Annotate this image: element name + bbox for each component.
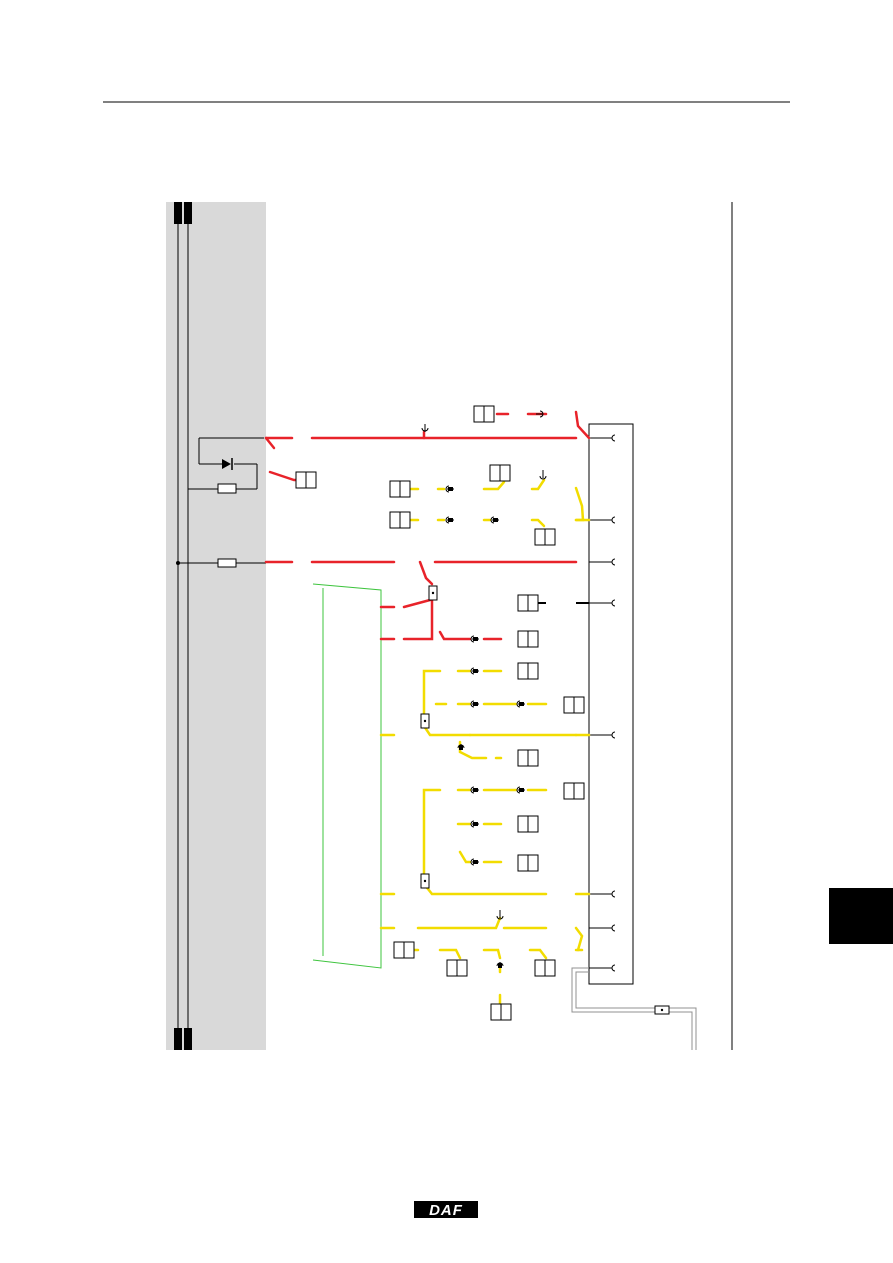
pin-markers (421, 410, 547, 968)
signal-wires (379, 478, 591, 1006)
daf-logo-text: DAF (429, 1202, 463, 1219)
diode-branch (188, 437, 264, 494)
harness-outline (312, 583, 382, 969)
daf-logo: DAF (414, 1201, 478, 1219)
fuse-main (176, 558, 266, 568)
shielded-cable (571, 967, 697, 1050)
supply-wires (264, 410, 591, 641)
component-boxes (295, 405, 585, 1021)
splice-dots (423, 591, 435, 883)
diode-icon (222, 458, 233, 470)
control-unit-block (588, 423, 634, 985)
section-tab (829, 888, 893, 944)
pin-marker-dots (448, 487, 524, 968)
power-rail-panel (166, 202, 266, 1050)
